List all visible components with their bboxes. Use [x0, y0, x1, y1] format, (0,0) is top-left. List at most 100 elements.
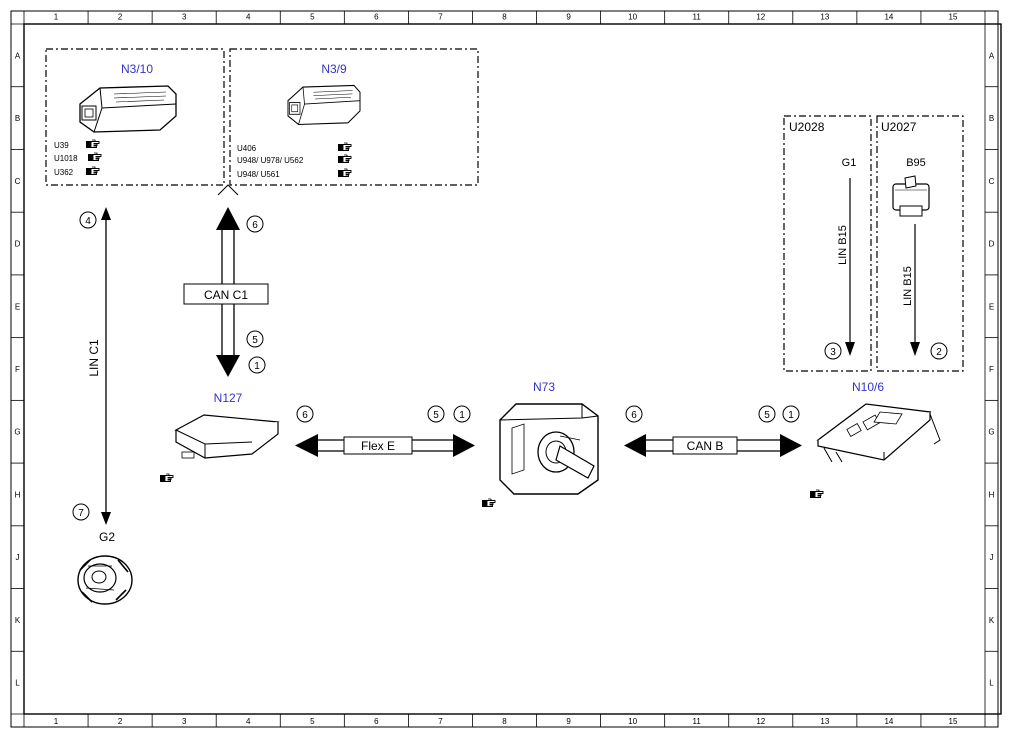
ecu-icon	[287, 84, 361, 126]
group-u2028: U2028 G1 LIN B15 3	[783, 115, 872, 372]
grid-row-label: A	[15, 51, 21, 60]
ignition-switch-icon	[499, 403, 599, 495]
grid-row-label: D	[15, 240, 21, 249]
grid-column-label: 13	[820, 717, 829, 726]
frame	[10, 10, 1002, 728]
ecu-icon	[79, 85, 177, 133]
u2027-label[interactable]: U2027	[881, 120, 917, 134]
grid-column-label: 4	[246, 13, 251, 22]
marker-6[interactable]: 6	[631, 410, 637, 421]
grid-labels: 1122334455667788991010111112121313141415…	[11, 11, 998, 727]
grid-column-label: 5	[310, 717, 315, 726]
grid-column-label: 2	[118, 717, 123, 726]
pointing-hand-icon[interactable]	[337, 154, 352, 164]
grid-row-label: L	[15, 679, 20, 688]
grid-row-label: E	[15, 302, 20, 311]
grid-column-label: 12	[756, 717, 765, 726]
control-module-icon	[174, 414, 280, 459]
marker-3[interactable]: 3	[830, 347, 836, 358]
ref-u362[interactable]: U362	[54, 168, 74, 177]
grid-row-label: G	[14, 428, 20, 437]
component-g2: G2	[77, 530, 133, 605]
n3-9-label[interactable]: N3/9	[321, 62, 347, 76]
g1-label[interactable]: G1	[842, 157, 857, 169]
grid-column-label: 5	[310, 13, 315, 22]
pointing-hand-icon[interactable]	[159, 473, 174, 483]
grid-column-label: 14	[884, 13, 893, 22]
marker-1[interactable]: 1	[254, 361, 260, 372]
grid-column-label: 9	[566, 13, 571, 22]
component-n10-6: N10/6	[809, 380, 941, 499]
grid-column-label: 1	[54, 13, 59, 22]
can-b-label[interactable]: CAN B	[687, 439, 724, 453]
pointing-hand-icon[interactable]	[481, 498, 496, 508]
marker-4[interactable]: 4	[85, 216, 91, 227]
grid-column-label: 3	[182, 717, 187, 726]
grid-column-label: 1	[54, 717, 59, 726]
n10-6-label[interactable]: N10/6	[852, 380, 884, 394]
ref-u39[interactable]: U39	[54, 141, 69, 150]
alternator-icon	[77, 555, 133, 605]
grid-row-label: B	[989, 114, 994, 123]
pointing-hand-icon[interactable]	[85, 166, 100, 176]
ref-u1018[interactable]: U1018	[54, 154, 78, 163]
grid-column-label: 15	[949, 13, 958, 22]
b95-label[interactable]: B95	[906, 157, 926, 169]
control-module-icon	[816, 403, 941, 463]
pointing-hand-icon[interactable]	[87, 152, 102, 162]
grid-column-label: 14	[884, 717, 893, 726]
grid-column-label: 4	[246, 717, 251, 726]
marker-7[interactable]: 7	[78, 508, 84, 519]
component-n73: N73	[481, 380, 599, 508]
grid-row-label: J	[990, 553, 994, 562]
pointing-hand-icon[interactable]	[85, 139, 100, 149]
grid-column-label: 10	[628, 717, 637, 726]
n127-label[interactable]: N127	[214, 391, 243, 405]
grid-column-label: 3	[182, 13, 187, 22]
grid-row-label: F	[15, 365, 20, 374]
n73-label[interactable]: N73	[533, 380, 555, 394]
lin-c1-label[interactable]: LIN C1	[87, 339, 101, 377]
can-c1-label[interactable]: CAN C1	[204, 288, 248, 302]
grid-row-label: H	[15, 490, 21, 499]
grid-column-label: 11	[693, 717, 702, 726]
n3-10-label[interactable]: N3/10	[121, 62, 153, 76]
bus-lin-c1: LIN C1 4 7	[72, 207, 111, 525]
grid-row-label: G	[988, 428, 994, 437]
grid-row-label: B	[15, 114, 20, 123]
ref-u948-u561[interactable]: U948/ U561	[237, 170, 280, 179]
bracket-tick	[217, 184, 239, 196]
grid-column-label: 13	[820, 13, 829, 22]
component-n127: N127	[159, 391, 280, 483]
marker-6[interactable]: 6	[302, 410, 308, 421]
pointing-hand-icon[interactable]	[809, 489, 824, 499]
g2-label[interactable]: G2	[99, 530, 115, 544]
marker-6[interactable]: 6	[252, 220, 258, 231]
grid-column-label: 7	[438, 717, 443, 726]
group-n3-9: N3/9 U406 U948/ U978/ U562 U948/ U561	[229, 48, 479, 186]
marker-2[interactable]: 2	[936, 347, 942, 358]
grid-column-label: 7	[438, 13, 443, 22]
u2028-label[interactable]: U2028	[789, 120, 825, 134]
marker-5[interactable]: 5	[252, 335, 258, 346]
grid-column-label: 8	[502, 717, 507, 726]
ref-u406[interactable]: U406	[237, 144, 257, 153]
grid-row-label: L	[989, 679, 994, 688]
marker-1[interactable]: 1	[788, 410, 794, 421]
marker-1[interactable]: 1	[459, 410, 465, 421]
marker-5[interactable]: 5	[764, 410, 770, 421]
grid-column-label: 10	[628, 13, 637, 22]
grid-row-label: J	[16, 553, 20, 562]
u2028-bus-label[interactable]: LIN B15	[837, 225, 849, 265]
marker-5[interactable]: 5	[433, 410, 439, 421]
grid-row-label: E	[989, 302, 994, 311]
group-n3-10: N3/10 U39 U1018 U362	[45, 48, 225, 186]
grid-row-label: D	[989, 240, 995, 249]
grid-row-label: A	[989, 51, 995, 60]
pointing-hand-icon[interactable]	[337, 168, 352, 178]
ref-u948-u978-u562[interactable]: U948/ U978/ U562	[237, 156, 304, 165]
pointing-hand-icon[interactable]	[337, 142, 352, 152]
u2027-bus-label[interactable]: LIN B15	[902, 266, 914, 306]
flex-e-label[interactable]: Flex E	[361, 439, 395, 453]
